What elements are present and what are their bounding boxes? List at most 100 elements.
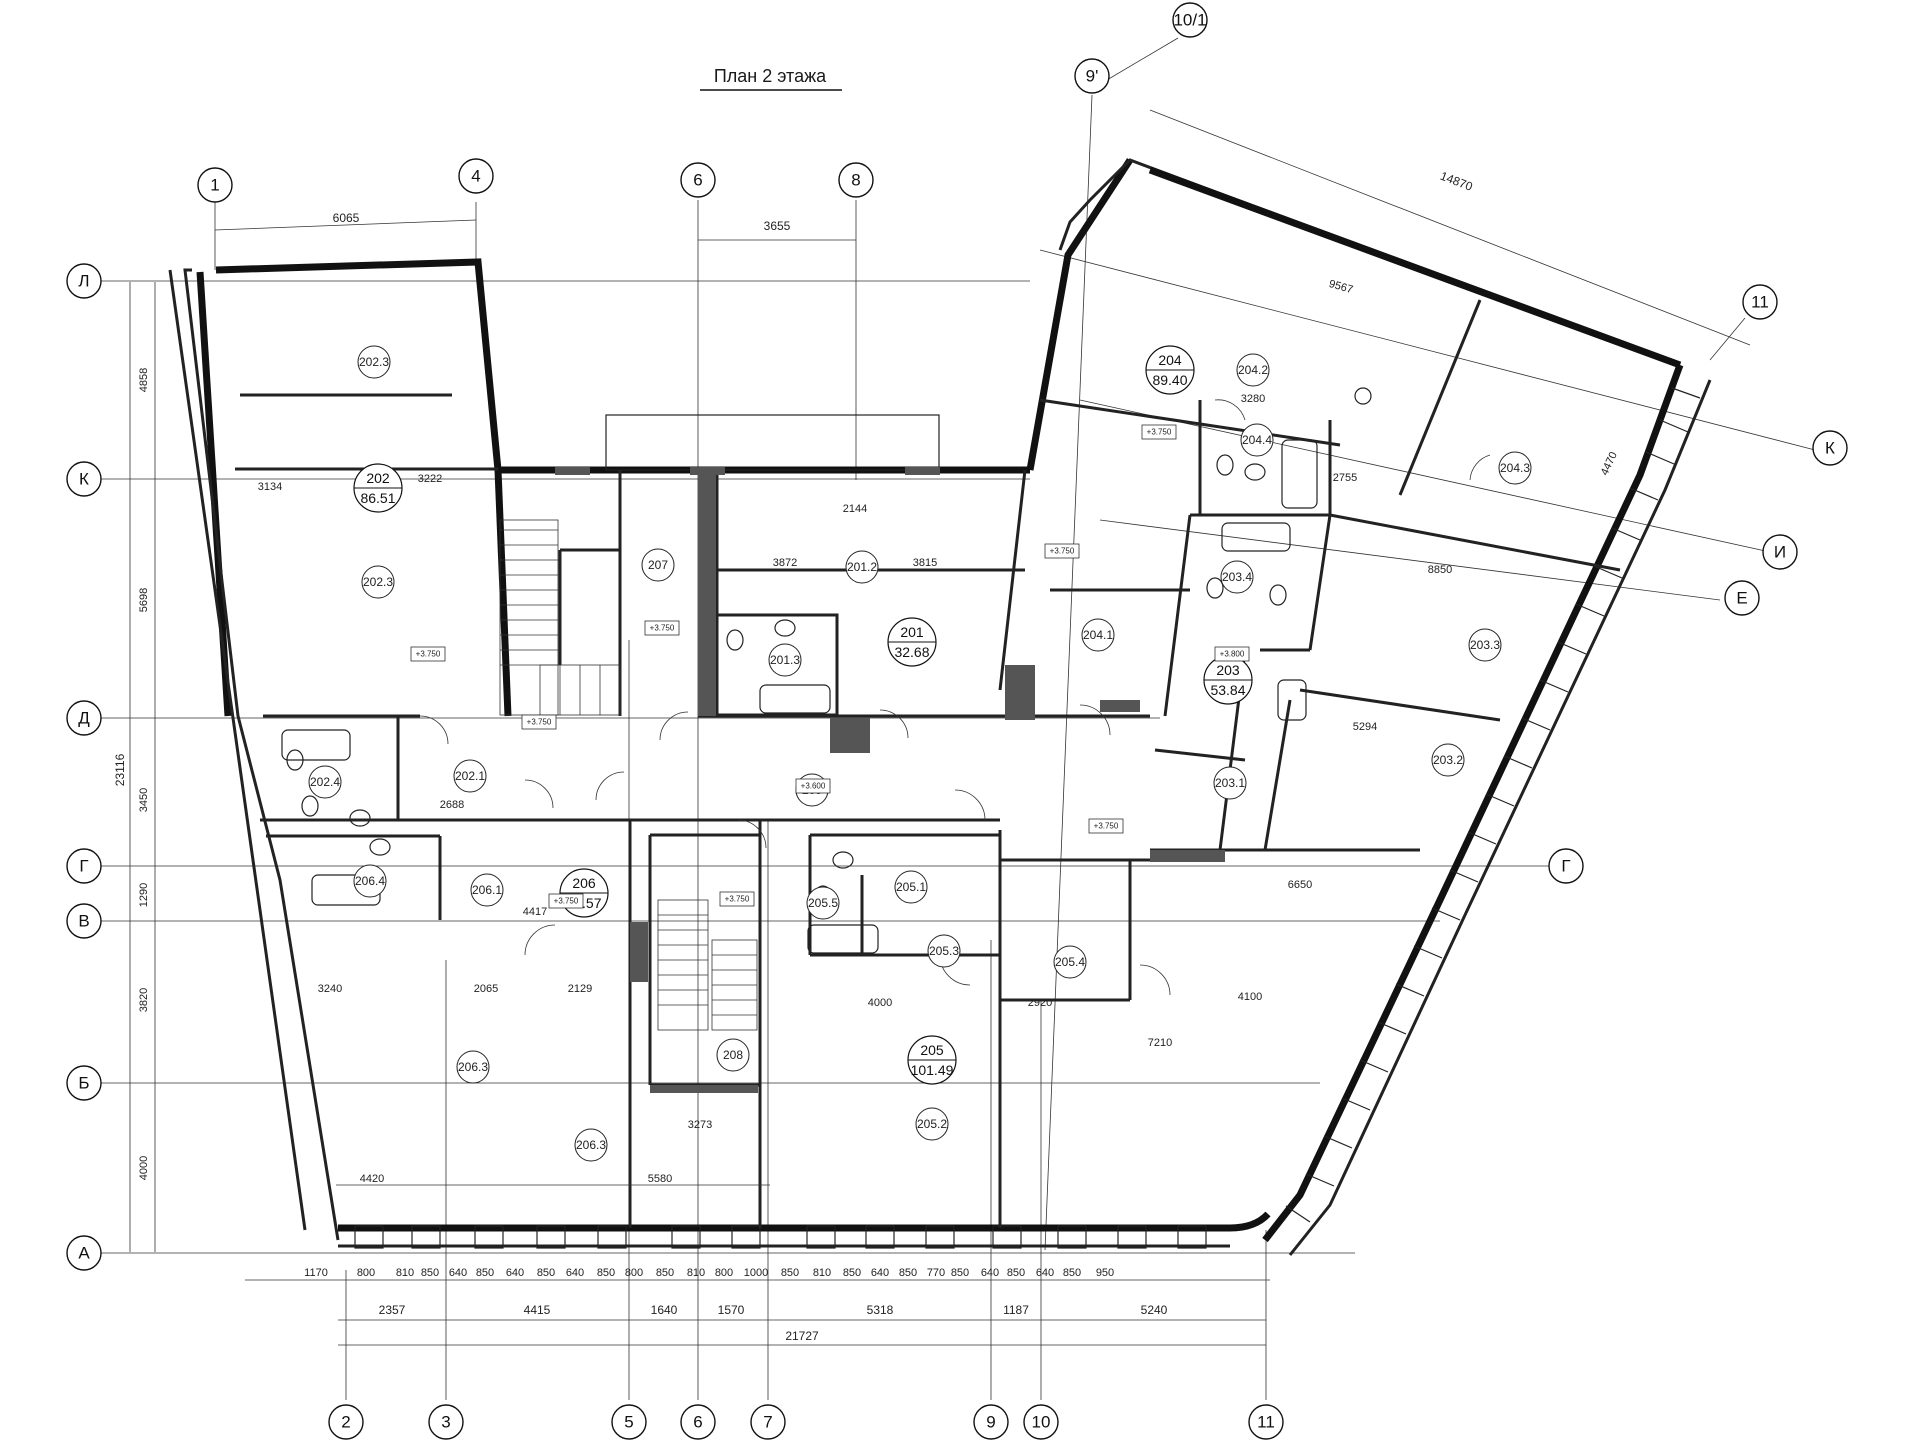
axis-label: 10 xyxy=(1032,1413,1051,1432)
axis-label: 2 xyxy=(341,1413,350,1432)
room-number: 208 xyxy=(723,1048,743,1062)
dim-int-26: 4470 xyxy=(1599,450,1620,477)
level-value: +3.800 xyxy=(1220,650,1245,659)
level-mark: +3.750 xyxy=(644,620,680,636)
dim-left-total: 23116 xyxy=(113,753,127,786)
dim-bottom2-4: 1570 xyxy=(718,1303,745,1317)
dim-int-8: 3240 xyxy=(318,983,342,995)
dim-bottom1-16: 810 xyxy=(813,1267,831,1279)
dim-bottom1-17: 850 xyxy=(843,1267,861,1279)
dim-bottom1-20: 770 xyxy=(927,1267,945,1279)
dim-bottom2-7: 5240 xyxy=(1141,1303,1168,1317)
axis-right-0: К xyxy=(1812,430,1848,466)
room-number: 204.3 xyxy=(1500,461,1530,475)
dim-bottom1-24: 640 xyxy=(1036,1267,1054,1279)
dim-int-18: 6650 xyxy=(1288,879,1312,891)
room-area: 32.68 xyxy=(894,644,929,660)
room-area: 101.49 xyxy=(911,1062,954,1078)
dim-int-22: 8850 xyxy=(1428,564,1452,576)
dim-bottom1-23: 850 xyxy=(1007,1267,1025,1279)
dim-bottom1-12: 810 xyxy=(687,1267,705,1279)
dim-left-3: 3450 xyxy=(138,788,150,812)
dim-int-15: 2920 xyxy=(1028,997,1052,1009)
level-value: +3.750 xyxy=(554,897,579,906)
dim-bottom1-8: 640 xyxy=(566,1267,584,1279)
dim-int-19: 4420 xyxy=(360,1173,384,1185)
room-number: 203.4 xyxy=(1222,570,1252,584)
room-area: 86.51 xyxy=(360,490,395,506)
axis-right-3: Г xyxy=(1548,848,1584,884)
dim-top-1: 6065 xyxy=(333,211,360,225)
dim-bottom1-26: 950 xyxy=(1096,1267,1114,1279)
dim-top-3: 14870 xyxy=(1438,169,1474,194)
room-number: 201.3 xyxy=(770,653,800,667)
dim-int-23: 5294 xyxy=(1353,721,1377,733)
dim-bottom1-18: 640 xyxy=(871,1267,889,1279)
room-202-4: 202.4 xyxy=(308,765,342,799)
room-203-4: 203.4 xyxy=(1220,560,1254,594)
room-number: 206.4 xyxy=(355,874,385,888)
dim-bottom2-2: 4415 xyxy=(524,1303,551,1317)
level-mark: +3.750 xyxy=(719,891,755,907)
dim-bottom1-6: 640 xyxy=(506,1267,524,1279)
room-number: 205 xyxy=(920,1042,944,1058)
axis-left-2: Д xyxy=(66,700,102,736)
axis-label: А xyxy=(78,1244,90,1263)
room-201-3: 201.3 xyxy=(768,643,802,677)
dim-bottom1-14: 1000 xyxy=(744,1267,768,1279)
dim-bottom1-21: 850 xyxy=(951,1267,969,1279)
dim-bottom1-10: 800 xyxy=(625,1267,643,1279)
interior-walls xyxy=(235,299,1621,1228)
room-203-3: 203.3 xyxy=(1468,628,1502,662)
room-number: 202.4 xyxy=(310,775,340,789)
room-202-3: 202.3 xyxy=(357,345,391,379)
level-value: +3.750 xyxy=(650,624,675,633)
room-number: 202.3 xyxy=(363,575,393,589)
axis-left-4: В xyxy=(66,903,102,939)
axis-label: 4 xyxy=(471,167,480,186)
axis-label: Л xyxy=(78,272,89,291)
dim-bottom1-7: 850 xyxy=(537,1267,555,1279)
axis-right-2: Е xyxy=(1724,580,1760,616)
axis-label: В xyxy=(78,912,89,931)
room-206-1: 206.1 xyxy=(470,873,504,907)
room-205: 205 101.49 xyxy=(907,1035,957,1085)
dim-bottom1-3: 850 xyxy=(421,1267,439,1279)
dim-bottom1-22: 640 xyxy=(981,1267,999,1279)
dim-bottom2-3: 1640 xyxy=(651,1303,678,1317)
dim-int-5: 3872 xyxy=(773,557,797,569)
axis-label: 3 xyxy=(441,1413,450,1432)
axis-left-1: К xyxy=(66,461,102,497)
dim-int-25: 2755 xyxy=(1333,472,1357,484)
axis-label: 9' xyxy=(1086,67,1099,86)
axis-bottom-2: 5 xyxy=(611,1404,647,1440)
room-number: 203.1 xyxy=(1215,776,1245,790)
axis-bottom-0: 2 xyxy=(328,1404,364,1440)
dim-bottom-total: 21727 xyxy=(785,1329,819,1343)
axis-label: 6 xyxy=(693,171,702,190)
dim-int-16: 4100 xyxy=(1238,991,1262,1003)
axis-label: К xyxy=(1825,439,1835,458)
axis-label: Е xyxy=(1736,589,1747,608)
plan-title: План 2 этажа xyxy=(714,66,827,86)
room-number: 203 xyxy=(1216,662,1240,678)
room-number: 201 xyxy=(900,624,924,640)
dim-top-2: 3655 xyxy=(764,219,791,233)
dim-int-2: 3134 xyxy=(258,481,282,493)
level-mark: +3.750 xyxy=(1088,818,1124,834)
level-value: +3.600 xyxy=(801,782,826,791)
level-value: +3.750 xyxy=(1050,547,1075,556)
dim-bottom1-19: 850 xyxy=(899,1267,917,1279)
right-facade-windows xyxy=(1285,387,1701,1223)
level-value: +3.750 xyxy=(1094,822,1119,831)
dim-int-4: 2688 xyxy=(440,799,464,811)
left-dimensions: 4858 5698 3450 1290 3820 4000 23116 xyxy=(113,368,150,1180)
level-mark: +3.750 xyxy=(410,646,446,662)
dim-int-3: 3222 xyxy=(418,473,442,485)
room-area: 53.84 xyxy=(1210,682,1245,698)
room-number: 205.3 xyxy=(929,944,959,958)
level-value: +3.750 xyxy=(527,718,552,727)
